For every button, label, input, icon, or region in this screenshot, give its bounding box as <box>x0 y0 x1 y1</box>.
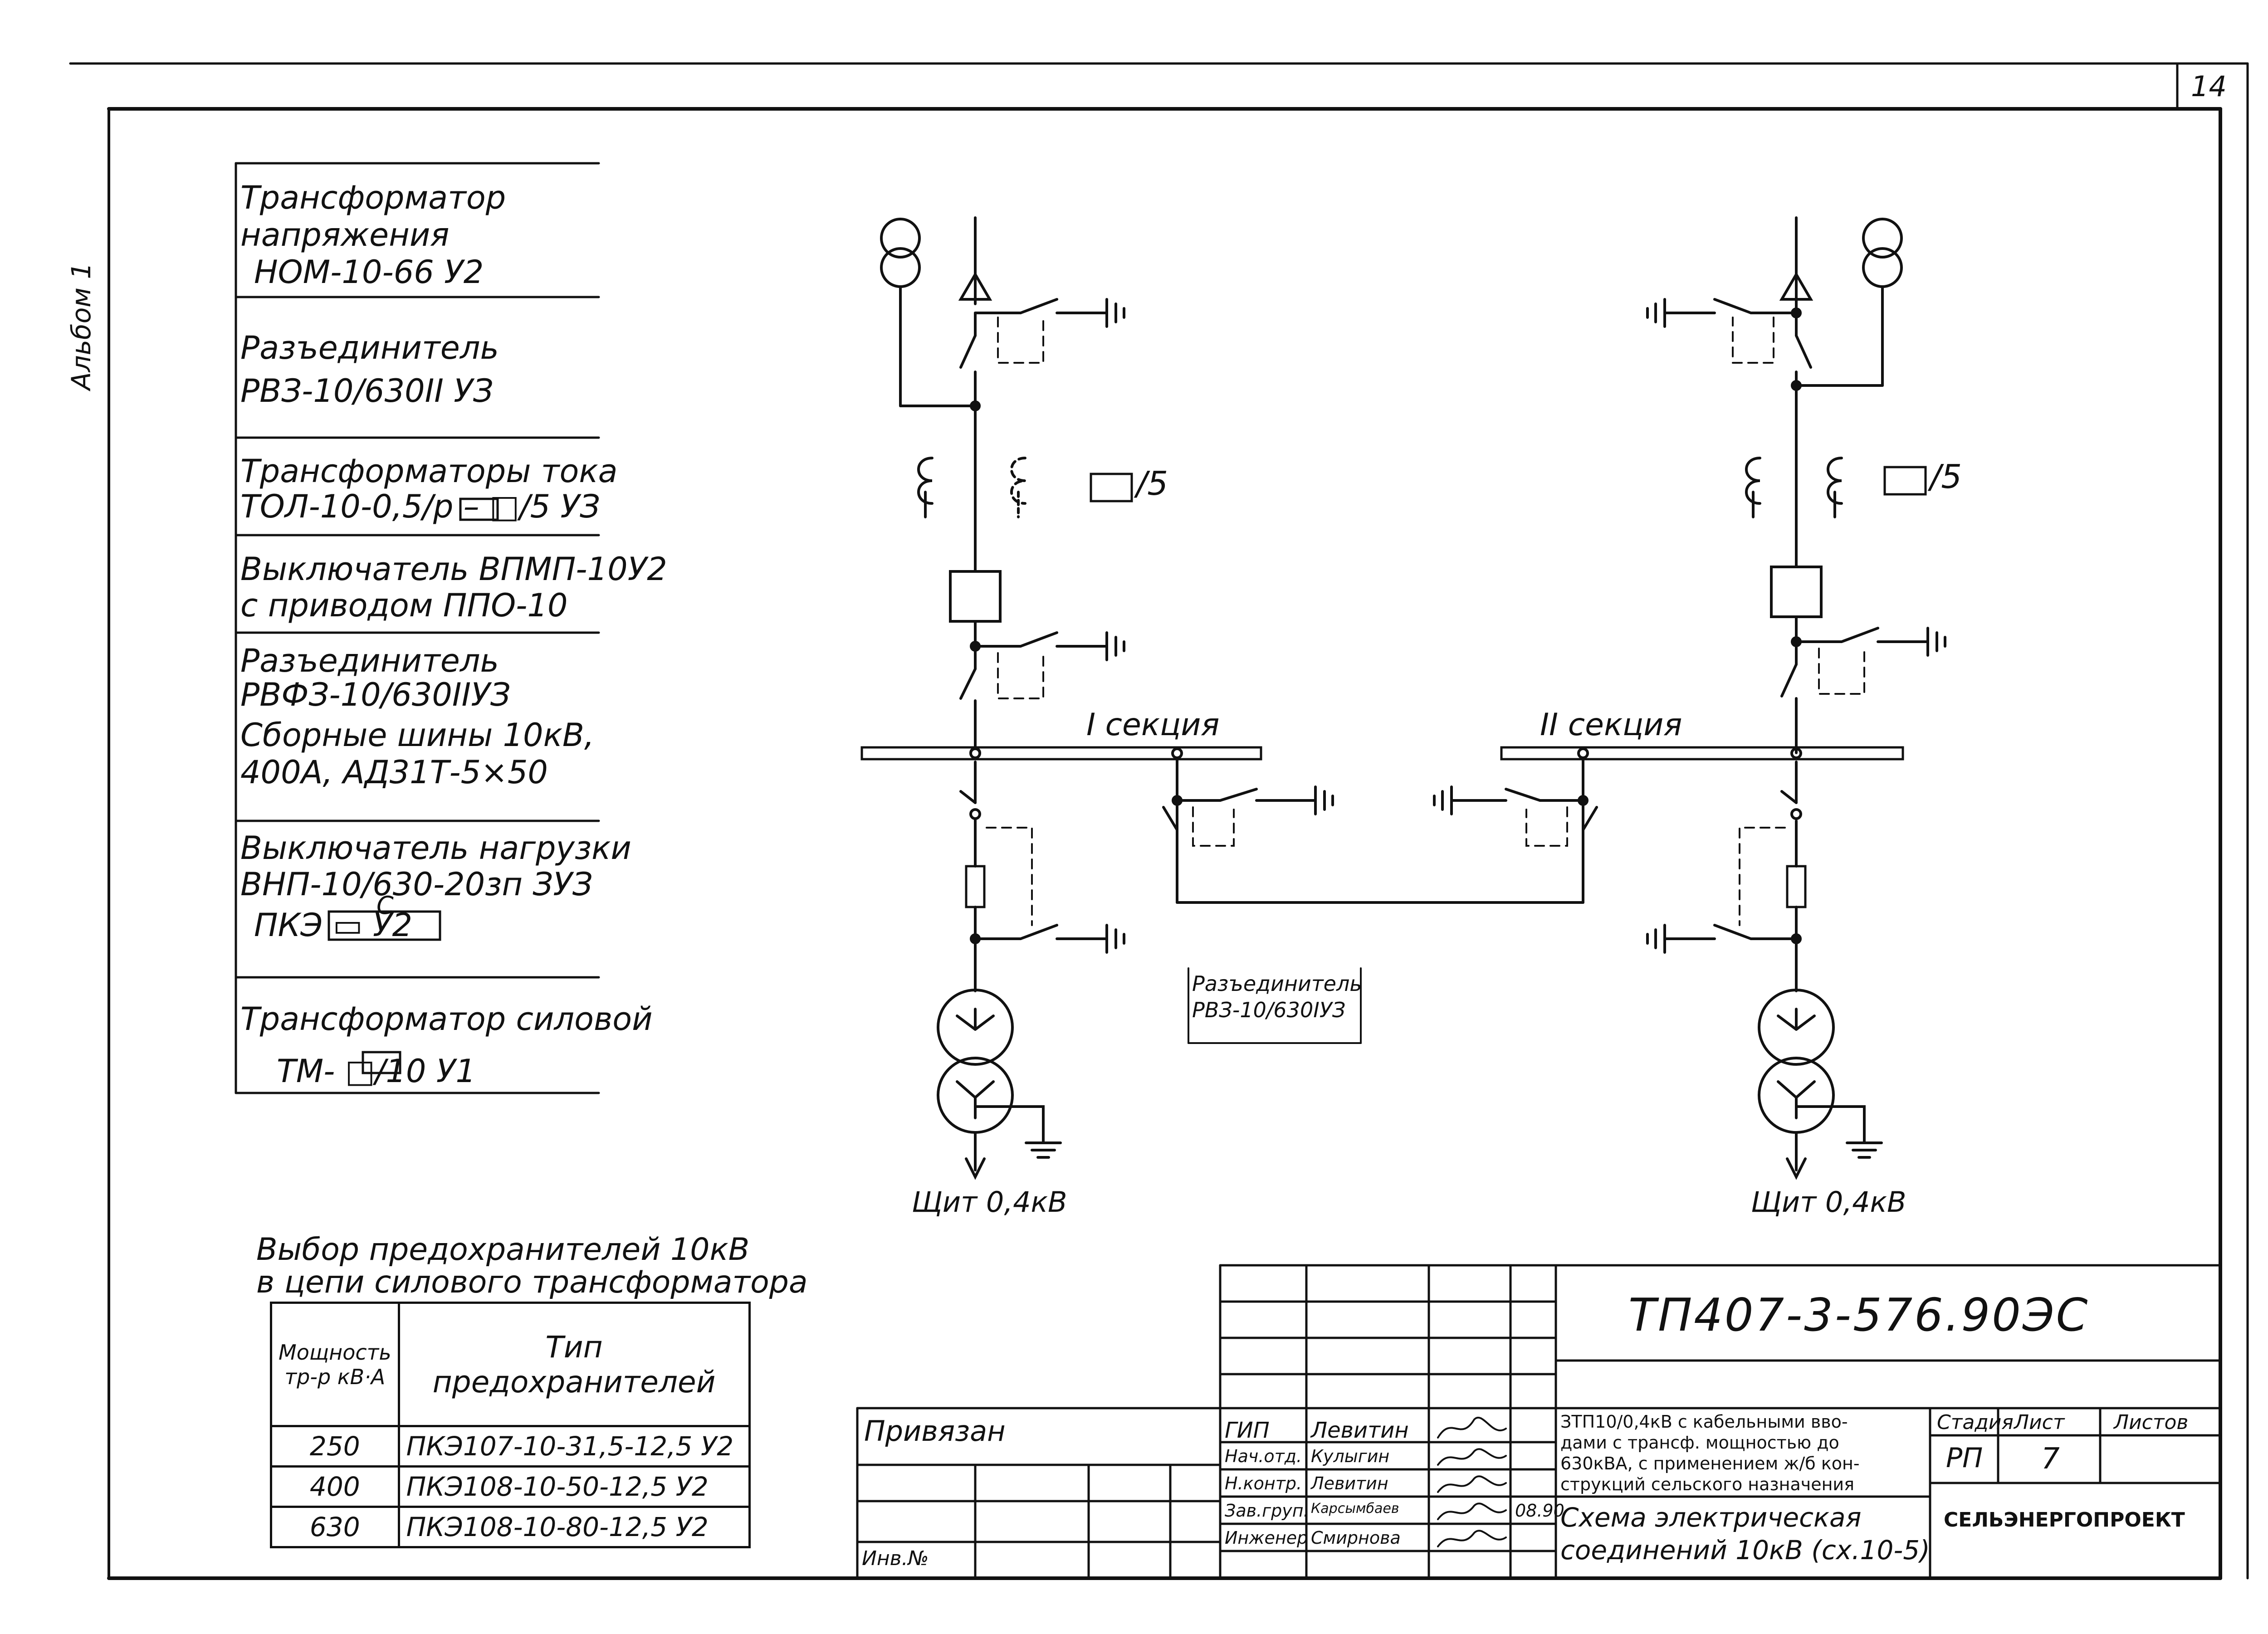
staff-role-1: ГИП <box>1225 1418 1270 1443</box>
sheet-frame <box>69 62 2249 1580</box>
inventory-label: Инв.№ <box>862 1547 929 1570</box>
legend-frame <box>235 162 600 1094</box>
fuse-table-title: Выбор предохранителей 10кВ в цепи силово… <box>256 1232 808 1300</box>
title-block-grid <box>856 1264 2222 1580</box>
legend-load-switch: Выключатель нагрузки ВНП-10/630-20зп ЗУЗ <box>240 829 631 903</box>
bound-label: Привязан <box>864 1415 1006 1448</box>
section-2-label: II секция <box>1540 707 1682 743</box>
project-description: ЗТП10/0,4кВ с кабельными вво- дами с тра… <box>1560 1412 1860 1494</box>
bus-disconnector-label: Разъединитель РВЗ-10/630ІУЗ <box>1192 971 1362 1022</box>
panel-left-label: Щит 0,4кВ <box>912 1185 1067 1219</box>
stage-value: РП <box>1946 1442 1983 1474</box>
drawing-title: Схема электрическая соединений 10кВ (сх.… <box>1560 1502 1930 1566</box>
staff-role-4: Зав.груп. <box>1225 1501 1309 1521</box>
table-row: 400 ПКЭ108-10-50-12,5 У2 <box>270 1465 751 1508</box>
staff-role-2: Нач.отд. <box>1225 1446 1302 1466</box>
legend-earthing-disconnector: Разъединитель РВФЗ-10/630ІІУЗ <box>240 642 511 713</box>
ct-ratio-left: /5 <box>1136 464 1168 502</box>
staff-name-5: Смирнова <box>1311 1528 1401 1548</box>
drawing-code: ТП407-3-576.90ЭС <box>1628 1288 2090 1341</box>
legend-load-switch-superscript: С <box>376 891 394 920</box>
staff-name-1: Левитин <box>1311 1418 1409 1443</box>
signature-date: 08.90 <box>1515 1501 1564 1521</box>
sheet-header: Лист <box>2014 1411 2065 1434</box>
legend-circuit-breaker: Выключатель ВПМП-10У2 с приводом ППО-10 <box>240 551 667 624</box>
staff-role-5: Инженер <box>1225 1528 1308 1548</box>
header-fuse-type: Тип предохранителей <box>397 1302 751 1427</box>
staff-name-2: Кулыгин <box>1311 1446 1390 1466</box>
sheets-header: Листов <box>2114 1411 2189 1434</box>
legend-voltage-transformer: Трансформатор напряжения НОМ-10-66 У2 <box>240 179 506 291</box>
busbars <box>860 746 1904 761</box>
staff-role-3: Н.контр. <box>1225 1473 1302 1493</box>
fuse-table-header: Мощность тр-р кВ·А Тип предохранителей <box>270 1302 751 1427</box>
staff-name-3: Левитин <box>1311 1473 1388 1493</box>
legend-load-switch-fuse: ПКЭ ▭ У2 <box>254 907 413 944</box>
staff-name-4: Карсымбаев <box>1311 1501 1399 1517</box>
legend-current-transformers: Трансформаторы тока ТОЛ-10-0,5/р – □/5 У… <box>240 453 618 525</box>
legend-power-transformer: Трансформатор силовой ТМ- □/10 У1 <box>240 1000 653 1090</box>
legend-disconnector: Разъединитель РВЗ-10/630ІІ УЗ <box>240 329 499 410</box>
right-feeder <box>1646 216 1946 1180</box>
left-feeder <box>880 216 1133 1180</box>
sheet-value: 7 <box>2041 1442 2060 1476</box>
table-row: 630 ПКЭ108-10-80-12,5 У2 <box>270 1506 751 1548</box>
bus-disconnector-label-frame <box>1188 967 1362 1044</box>
sheet-number: 14 <box>2191 70 2227 103</box>
panel-right-label: Щит 0,4кВ <box>1751 1185 1906 1219</box>
album-label: Альбом 1 <box>66 262 97 390</box>
ct-ratio-right: /5 <box>1930 458 1962 496</box>
table-row: 250 ПКЭ107-10-31,5-12,5 У2 <box>270 1425 751 1468</box>
organization-name: СЕЛЬЭНЕРГОПРОЕКТ <box>1944 1508 2185 1532</box>
section-1-label: I секция <box>1086 707 1220 743</box>
legend-busbars: Сборные шины 10кВ, 400А, АД31Т-5×50 <box>240 717 595 791</box>
header-power: Мощность тр-р кВ·А <box>270 1302 400 1427</box>
section-disconnectors <box>1162 757 1598 904</box>
signatures <box>1437 1416 1507 1547</box>
fuse-table: Мощность тр-р кВ·А Тип предохранителей 2… <box>270 1302 751 1548</box>
legend-glyphs <box>327 498 499 1074</box>
stage-header: Стадия <box>1937 1411 2014 1434</box>
